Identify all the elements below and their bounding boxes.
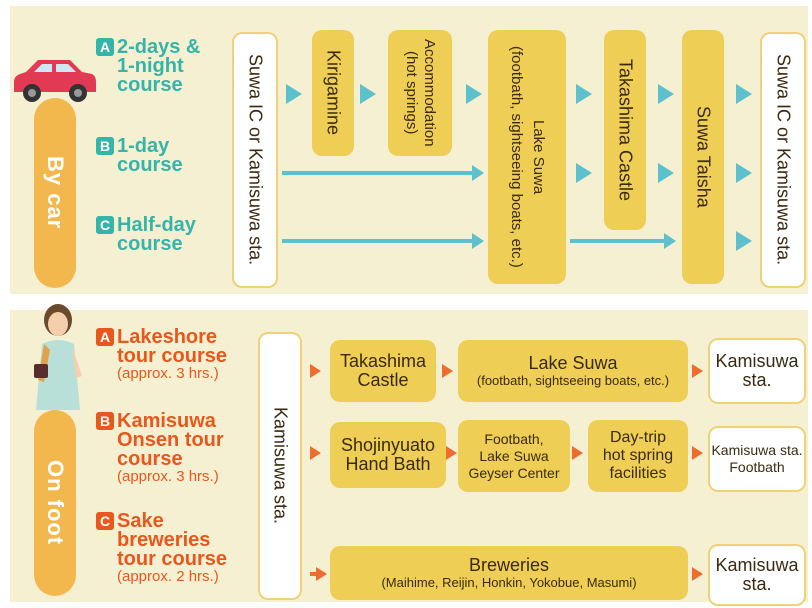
- arrow-icon: [576, 84, 592, 104]
- course-name: Lakeshore tour course: [117, 326, 228, 367]
- course-name: 2-days & 1-night course: [117, 36, 201, 96]
- arrow-icon: [310, 364, 321, 378]
- course-duration: (approx. 2 hrs.): [117, 568, 219, 585]
- by-car-label: By car: [43, 156, 68, 230]
- arrow-icon: [692, 364, 703, 378]
- course-duration: (approx. 3 hrs.): [117, 468, 219, 485]
- stop-shojinyuato-hand-bath: Shojinyuato Hand Bath: [330, 422, 446, 488]
- walker-icon: [34, 304, 82, 410]
- stop-day-trip-hot-spring: Day-trip hot spring facilities: [588, 420, 688, 492]
- course-letter: B: [96, 412, 114, 430]
- course-letter: B: [96, 137, 114, 155]
- stop-takashima-castle: Takashima Castle: [330, 340, 436, 402]
- route-a-end: Kamisuwa sta.: [708, 338, 806, 404]
- arrow-icon: [310, 446, 321, 460]
- arrow-icon: [360, 84, 376, 104]
- arrow-head: [664, 233, 676, 249]
- arrow-icon: [466, 84, 482, 104]
- arrow-head: [472, 233, 484, 249]
- stop-takashima-castle: Takashima Castle: [604, 30, 646, 230]
- stop-kirigamine: Kirigamine: [312, 30, 354, 156]
- course-name: Sake breweries tour course: [117, 510, 228, 570]
- on-foot-label: On foot: [43, 460, 68, 546]
- course-letter: A: [96, 38, 114, 56]
- route-b-end: Kamisuwa sta. Footbath: [708, 426, 806, 492]
- course-name: Half-day course: [117, 214, 196, 255]
- course-name: 1-day course: [117, 135, 183, 176]
- arrow-line: [282, 239, 472, 243]
- arrow-line: [282, 171, 472, 175]
- course-name: Kamisuwa Onsen tour course: [117, 410, 224, 470]
- arrow-icon: [446, 446, 457, 460]
- foot-start-station: Kamisuwa sta.: [258, 332, 302, 600]
- on-foot-tab: On foot: [34, 410, 76, 596]
- by-car-tab: By car: [34, 98, 76, 288]
- arrow-icon: [316, 567, 327, 581]
- arrow-icon: [576, 163, 592, 183]
- arrow-head: [472, 165, 484, 181]
- arrow-icon: [658, 84, 674, 104]
- arrow-icon: [736, 231, 752, 251]
- arrow-icon: [692, 567, 703, 581]
- course-letter: C: [96, 216, 114, 234]
- course-letter: C: [96, 512, 114, 530]
- arrow-icon: [692, 446, 703, 460]
- arrow-icon: [736, 163, 752, 183]
- stop-lake-suwa: Lake Suwa (footbath, sightseeing boats, …: [488, 30, 566, 284]
- stop-footbath-geyser-center: Footbath, Lake Suwa Geyser Center: [458, 420, 570, 492]
- arrow-line: [570, 239, 664, 243]
- course-duration: (approx. 3 hrs.): [117, 365, 219, 382]
- route-c-end: Kamisuwa sta.: [708, 544, 806, 606]
- arrow-icon: [736, 84, 752, 104]
- arrow-icon: [442, 364, 453, 378]
- arrow-icon: [658, 163, 674, 183]
- arrow-line: [310, 572, 320, 576]
- stop-lake-suwa: Lake Suwa (footbath, sightseeing boats, …: [458, 340, 688, 402]
- course-letter: A: [96, 328, 114, 346]
- stop-breweries: Breweries (Maihime, Reijin, Honkin, Yoko…: [330, 546, 688, 600]
- car-end-station: Suwa IC or Kamisuwa sta.: [760, 32, 806, 288]
- arrow-icon: [572, 446, 583, 460]
- stop-accommodation: Accommodation (hot springs): [388, 30, 452, 156]
- car-icon: [14, 60, 96, 102]
- arrow-icon: [286, 84, 302, 104]
- stop-suwa-taisha: Suwa Taisha: [682, 30, 724, 284]
- car-start-station: Suwa IC or Kamisuwa sta.: [232, 32, 278, 288]
